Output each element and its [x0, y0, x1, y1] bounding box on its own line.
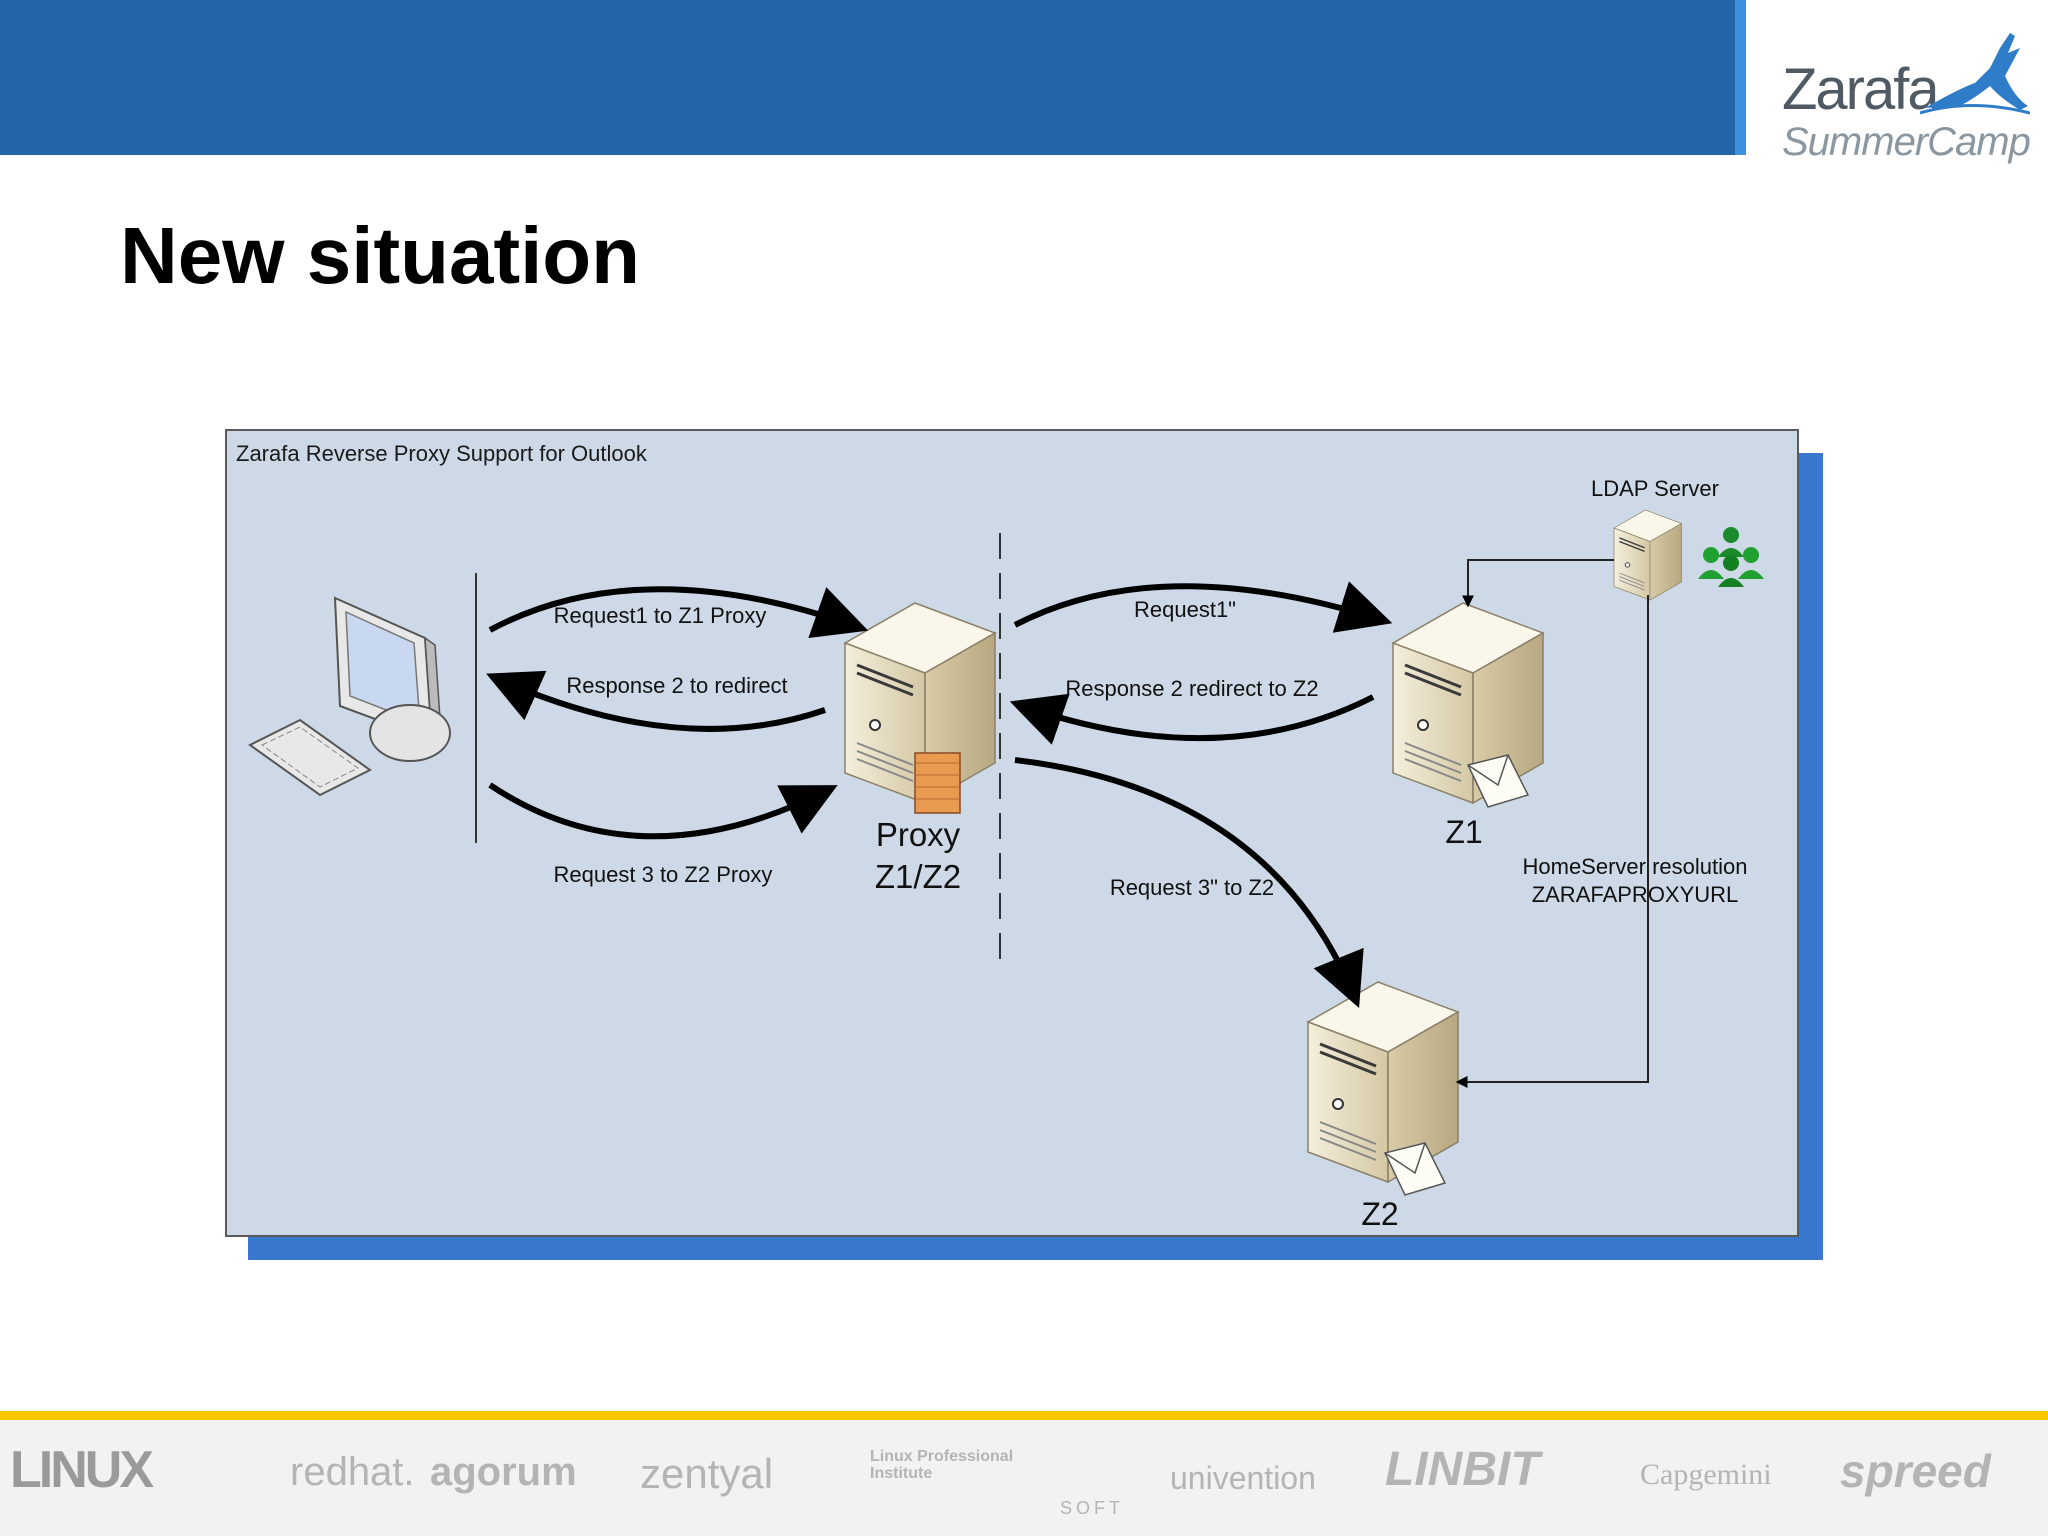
users-icon	[1698, 527, 1764, 587]
sponsor-footer: LINUX redhat. agorum zentyal Linux Profe…	[0, 1420, 2048, 1536]
label-request1b: Request1"	[1134, 597, 1236, 622]
diagram-caption: Zarafa Reverse Proxy Support for Outlook	[236, 441, 648, 466]
arrow-request1b	[1013, 581, 1393, 633]
homeserver-label: HomeServer resolution	[1523, 854, 1748, 879]
arrow-request1	[488, 586, 869, 639]
sponsor-linbit: LINBIT	[1385, 1443, 1540, 1496]
label-request3b: Request 3" to Z2	[1110, 875, 1274, 900]
logo-text: Zarafa	[1782, 57, 1940, 122]
sponsor-spreed: spreed	[1840, 1445, 1991, 1497]
label-response2: Response 2 to redirect	[566, 673, 787, 698]
arrow-request3b	[1014, 757, 1364, 1008]
sponsor-capgemini: Capgemini	[1640, 1458, 1772, 1491]
z1-label: Z1	[1445, 814, 1482, 850]
header-accent	[1735, 0, 1746, 155]
ldap-to-z2-connector	[1455, 595, 1649, 1088]
page-title: New situation	[120, 211, 641, 300]
sponsor-lpi: Linux Professional Institute	[870, 1448, 1014, 1482]
sponsor-agorum: agorum	[430, 1450, 577, 1494]
label-request1: Request1 to Z1 Proxy	[554, 603, 767, 628]
z2-server-icon	[1306, 980, 1460, 1184]
logo-subtext: SummerCamp	[1782, 120, 2031, 164]
z1-server-icon	[1391, 601, 1545, 805]
arrow-response2	[486, 670, 826, 732]
label-request3: Request 3 to Z2 Proxy	[554, 862, 773, 887]
footer-accent-line	[0, 1411, 2048, 1420]
sponsor-univention: univention	[1170, 1460, 1316, 1496]
proxyurl-label: ZARAFAPROXYURL	[1532, 882, 1739, 907]
proxy-label-zones: Z1/Z2	[875, 858, 961, 895]
arrow-response2b	[1009, 693, 1375, 745]
header-bar	[0, 0, 1735, 155]
deer-icon	[1920, 33, 2030, 115]
sponsor-linux: LINUX	[10, 1441, 154, 1499]
proxy-label: Proxy	[876, 816, 961, 853]
label-response2b: Response 2 redirect to Z2	[1065, 676, 1318, 701]
sponsor-zentyal: zentyal	[640, 1450, 774, 1497]
ldap-to-z1-connector	[1462, 559, 1614, 608]
client-computer-icon	[248, 596, 451, 797]
ldap-server-icon	[1613, 509, 1683, 601]
ldap-label: LDAP Server	[1591, 476, 1719, 501]
zarafa-logo: Zarafa SummerCamp	[1770, 28, 2031, 164]
diagram-panel	[225, 429, 1799, 1237]
proxy-server-icon	[843, 601, 997, 814]
z2-label: Z2	[1361, 1196, 1398, 1232]
sponsor-redhat: redhat.	[290, 1450, 415, 1494]
arrow-request3	[488, 782, 838, 840]
sponsor-soft: SOFT	[1060, 1498, 1124, 1518]
